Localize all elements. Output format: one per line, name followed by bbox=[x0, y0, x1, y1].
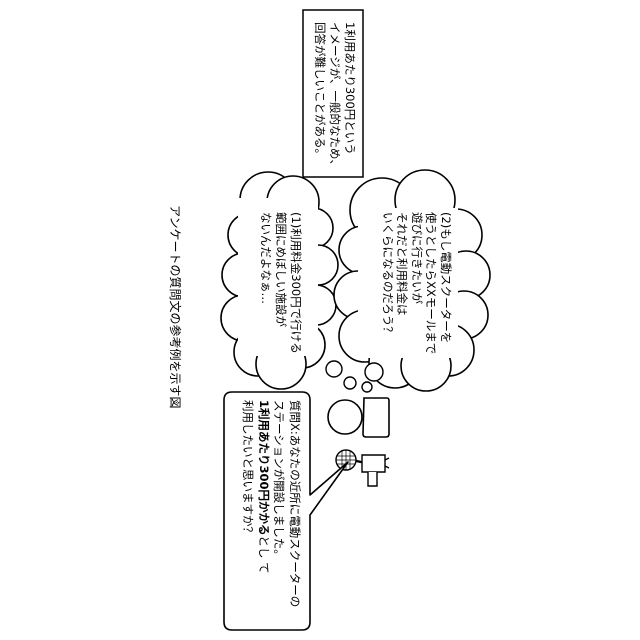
note-text: 1利用あたり300円という イメージが、一般的なため、 回答が難しいことがある。 bbox=[312, 22, 357, 171]
question-line-1: 質問X:あなたの近所に電動スクーターの bbox=[287, 400, 303, 607]
thought-1-line-2: 範囲にめぼしい施設が bbox=[273, 212, 288, 354]
thought-trail-circles bbox=[326, 361, 383, 392]
thought-2-text: (2)もし電動スクーターを 使うとしたらXXモールまで 遊びに行きたいが それだ… bbox=[381, 212, 454, 354]
question-line-3-rest: とし て bbox=[257, 536, 271, 574]
question-text: 質問X:あなたの近所に電動スクーターの ステーションが開設しました。 1利用あた… bbox=[240, 400, 302, 607]
thought-2-line-3: 遊びに行きたいが bbox=[410, 212, 425, 354]
question-line-3: 1利用あたり300円かかるとし て bbox=[256, 400, 272, 607]
note-line-1: 1利用あたり300円という bbox=[342, 22, 357, 171]
question-line-4: 利用したいと思いますか？ bbox=[240, 400, 256, 607]
thought-1-text: (1)利用料金300円で行ける 範囲にめぼしい施設が ないんだよなぁ… bbox=[258, 212, 303, 354]
person-icon bbox=[328, 398, 389, 437]
note-line-2: イメージが、一般的なため、 bbox=[327, 22, 342, 171]
thought-2-line-5: いくらになるのだろう？ bbox=[381, 212, 396, 354]
question-line-2: ステーションが開設しました。 bbox=[271, 400, 287, 607]
thought-2-line-4: それだと利用料金は bbox=[395, 212, 410, 354]
thought-2-line-2: 使うとしたらXXモールまで bbox=[424, 212, 439, 354]
thought-2-line-1: (2)もし電動スクーターを bbox=[439, 212, 454, 354]
figure-title: アンケートの質問文の参考例を示す図 bbox=[167, 205, 183, 409]
note-line-3: 回答が難しいことがある。 bbox=[312, 22, 327, 171]
thought-1-line-1: (1)利用料金300円で行ける bbox=[288, 212, 303, 354]
question-emphasis: 1利用あたり300円かかる bbox=[257, 400, 271, 536]
thought-1-line-3: ないんだよなぁ… bbox=[258, 212, 273, 354]
